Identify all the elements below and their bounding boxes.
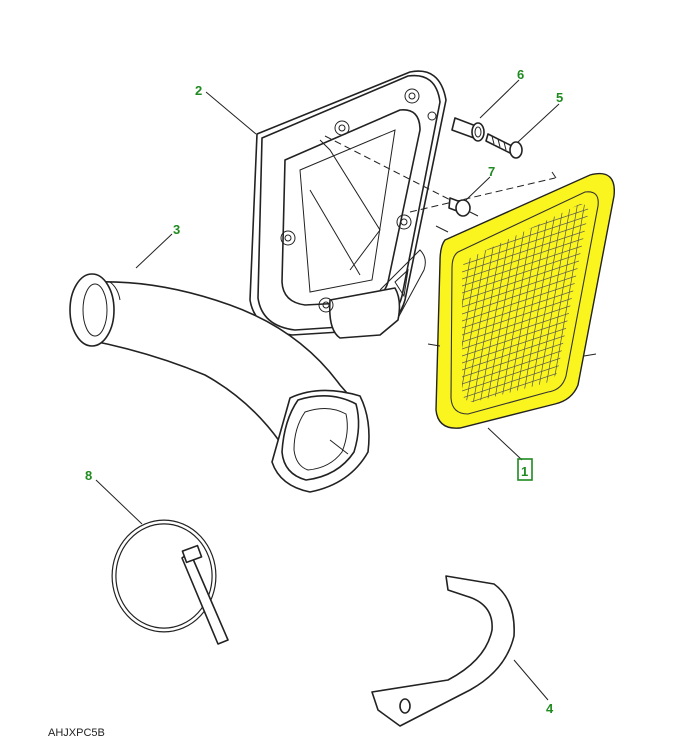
- part-3-duct-hose[interactable]: [69, 273, 370, 493]
- callout-7[interactable]: 7: [488, 164, 495, 179]
- diagram-reference-code: AHJXPC5B: [48, 727, 105, 739]
- callout-4[interactable]: 4: [546, 701, 554, 716]
- part-5-screw[interactable]: [485, 133, 523, 159]
- callout-1[interactable]: 1: [521, 464, 528, 479]
- callout-6[interactable]: 6: [517, 67, 524, 82]
- callout-2[interactable]: 2: [195, 83, 202, 98]
- callout-1-selection-box: [517, 458, 533, 481]
- part-6-screw[interactable]: [451, 117, 485, 142]
- leader-lines: [95, 79, 560, 701]
- assembly-line: [409, 177, 556, 213]
- callout-8[interactable]: 8: [85, 468, 92, 483]
- callout-5[interactable]: 5: [556, 90, 563, 105]
- part-4-bracket-strap[interactable]: [371, 575, 515, 727]
- callout-labels: 2 6 5 7 3 1 8 4: [85, 67, 563, 716]
- part-8-cable-tie[interactable]: [111, 519, 229, 645]
- callout-3[interactable]: 3: [173, 222, 180, 237]
- assembly-line: [324, 135, 471, 211]
- part-2-mounting-frame[interactable]: [249, 70, 447, 339]
- part-7-clip[interactable]: [448, 197, 479, 217]
